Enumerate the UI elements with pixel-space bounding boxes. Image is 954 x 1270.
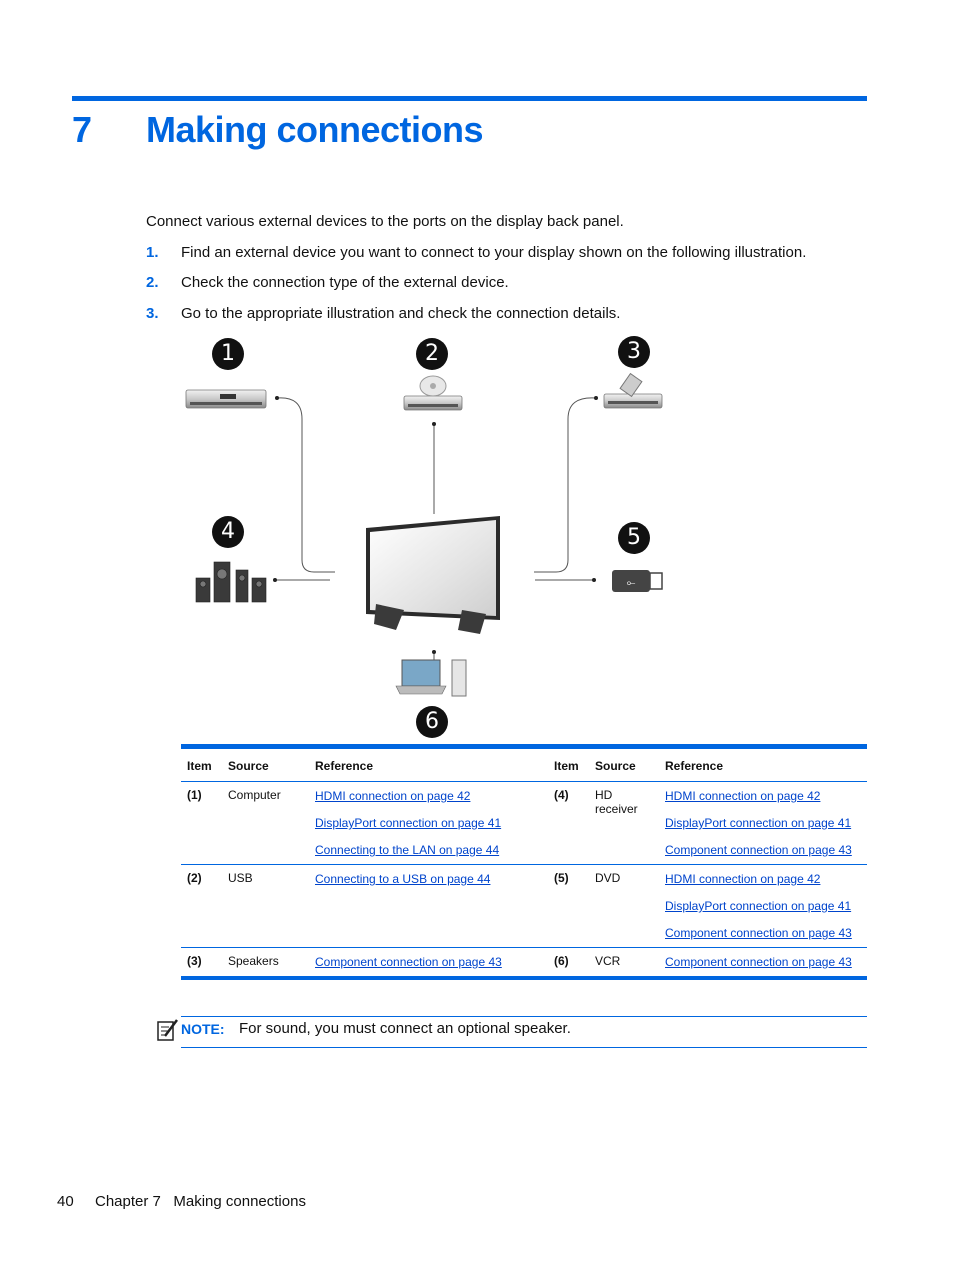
dvd-player-device xyxy=(403,375,463,411)
badge-3: 3 xyxy=(618,336,650,368)
header-reference: Reference xyxy=(309,746,548,782)
step-text: Check the connection type of the externa… xyxy=(181,274,509,291)
badge-1: 1 xyxy=(212,338,244,370)
header-item: Item xyxy=(181,746,222,782)
reference-cell: HDMI connection on page 42 DisplayPort c… xyxy=(659,781,867,865)
source-cell: DVD xyxy=(589,864,659,948)
step-number: 2. xyxy=(146,274,159,291)
hd-receiver-device xyxy=(603,372,663,409)
reference-cell: HDMI connection on page 42 DisplayPort c… xyxy=(309,781,548,865)
step-number: 1. xyxy=(146,244,159,261)
reference-link[interactable]: Component connection on page 43 xyxy=(665,843,852,857)
header-source: Source xyxy=(222,746,309,782)
item-cell: (2) xyxy=(181,864,222,948)
reference-cell: Component connection on page 43 xyxy=(309,948,548,979)
table-row: (1) Computer HDMI connection on page 42 … xyxy=(181,781,867,865)
reference-link[interactable]: HDMI connection on page 42 xyxy=(315,789,471,803)
step-text: Go to the appropriate illustration and c… xyxy=(181,305,621,322)
table-header-row: Item Source Reference Item Source Refere… xyxy=(181,746,867,782)
reference-cell: HDMI connection on page 42 DisplayPort c… xyxy=(659,864,867,948)
connection-illustration: ⟜ 1 2 3 4 5 6 xyxy=(180,334,680,744)
reference-link[interactable]: HDMI connection on page 42 xyxy=(665,789,821,803)
reference-link[interactable]: DisplayPort connection on page 41 xyxy=(315,816,502,830)
item-cell: (4) xyxy=(548,781,589,865)
usb-drive-device: ⟜ xyxy=(612,570,663,592)
chapter-rule xyxy=(72,96,867,101)
reference-link[interactable]: HDMI connection on page 42 xyxy=(665,872,821,886)
table-row: (2) USB Connecting to a USB on page 44 (… xyxy=(181,864,867,948)
source-cell: VCR xyxy=(595,954,621,968)
reference-link[interactable]: Connecting to the LAN on page 44 xyxy=(315,843,500,857)
intro-paragraph: Connect various external devices to the … xyxy=(146,213,624,230)
badge-2: 2 xyxy=(416,338,448,370)
source-cell: USB xyxy=(222,864,309,948)
note-pencil-icon xyxy=(157,1018,179,1042)
note-text: For sound, you must connect an optional … xyxy=(239,1020,571,1037)
badge-6: 6 xyxy=(416,706,448,738)
step-text: Find an external device you want to conn… xyxy=(181,244,807,261)
footer-chapter: Chapter 7 Making connections xyxy=(95,1193,306,1210)
step-number: 3. xyxy=(146,305,159,322)
item-cell: (6) xyxy=(554,954,569,968)
header-source: Source xyxy=(589,746,659,782)
item-cell: (3) xyxy=(187,954,202,968)
speakers-device xyxy=(195,561,267,603)
reference-cell: Component connection on page 43 xyxy=(659,948,867,979)
reference-cell: Connecting to a USB on page 44 xyxy=(309,864,548,948)
reference-link[interactable]: DisplayPort connection on page 41 xyxy=(665,899,852,913)
item-cell: (1) xyxy=(181,781,222,865)
connection-table: Item Source Reference Item Source Refere… xyxy=(181,744,867,980)
source-cell: Computer xyxy=(222,781,309,865)
set-top-box-device xyxy=(185,389,267,409)
source-cell: Speakers xyxy=(228,954,279,968)
reference-link[interactable]: DisplayPort connection on page 41 xyxy=(665,816,852,830)
header-reference: Reference xyxy=(659,746,867,782)
reference-link[interactable]: Connecting to a USB on page 44 xyxy=(315,872,491,886)
connection-diagram: ⟜ xyxy=(185,372,663,697)
badge-5: 5 xyxy=(618,522,650,554)
computer-device xyxy=(395,659,467,697)
chapter-title: Making connections xyxy=(146,109,484,150)
connection-dots xyxy=(273,396,598,654)
note-box xyxy=(181,1016,867,1048)
page-number: 40 xyxy=(57,1193,74,1210)
badge-4: 4 xyxy=(212,516,244,548)
item-cell: (5) xyxy=(548,864,589,948)
note-label: NOTE: xyxy=(181,1021,225,1037)
svg-text:⟜: ⟜ xyxy=(627,576,636,589)
table-row: (3) Speakers Component connection on pag… xyxy=(181,948,867,979)
reference-link[interactable]: Component connection on page 43 xyxy=(665,955,852,969)
display-device xyxy=(366,516,500,634)
header-item: Item xyxy=(548,746,589,782)
source-cell: HD receiver xyxy=(589,781,659,865)
chapter-number: 7 xyxy=(72,109,93,150)
reference-link[interactable]: Component connection on page 43 xyxy=(315,955,502,969)
reference-link[interactable]: Component connection on page 43 xyxy=(665,926,852,940)
